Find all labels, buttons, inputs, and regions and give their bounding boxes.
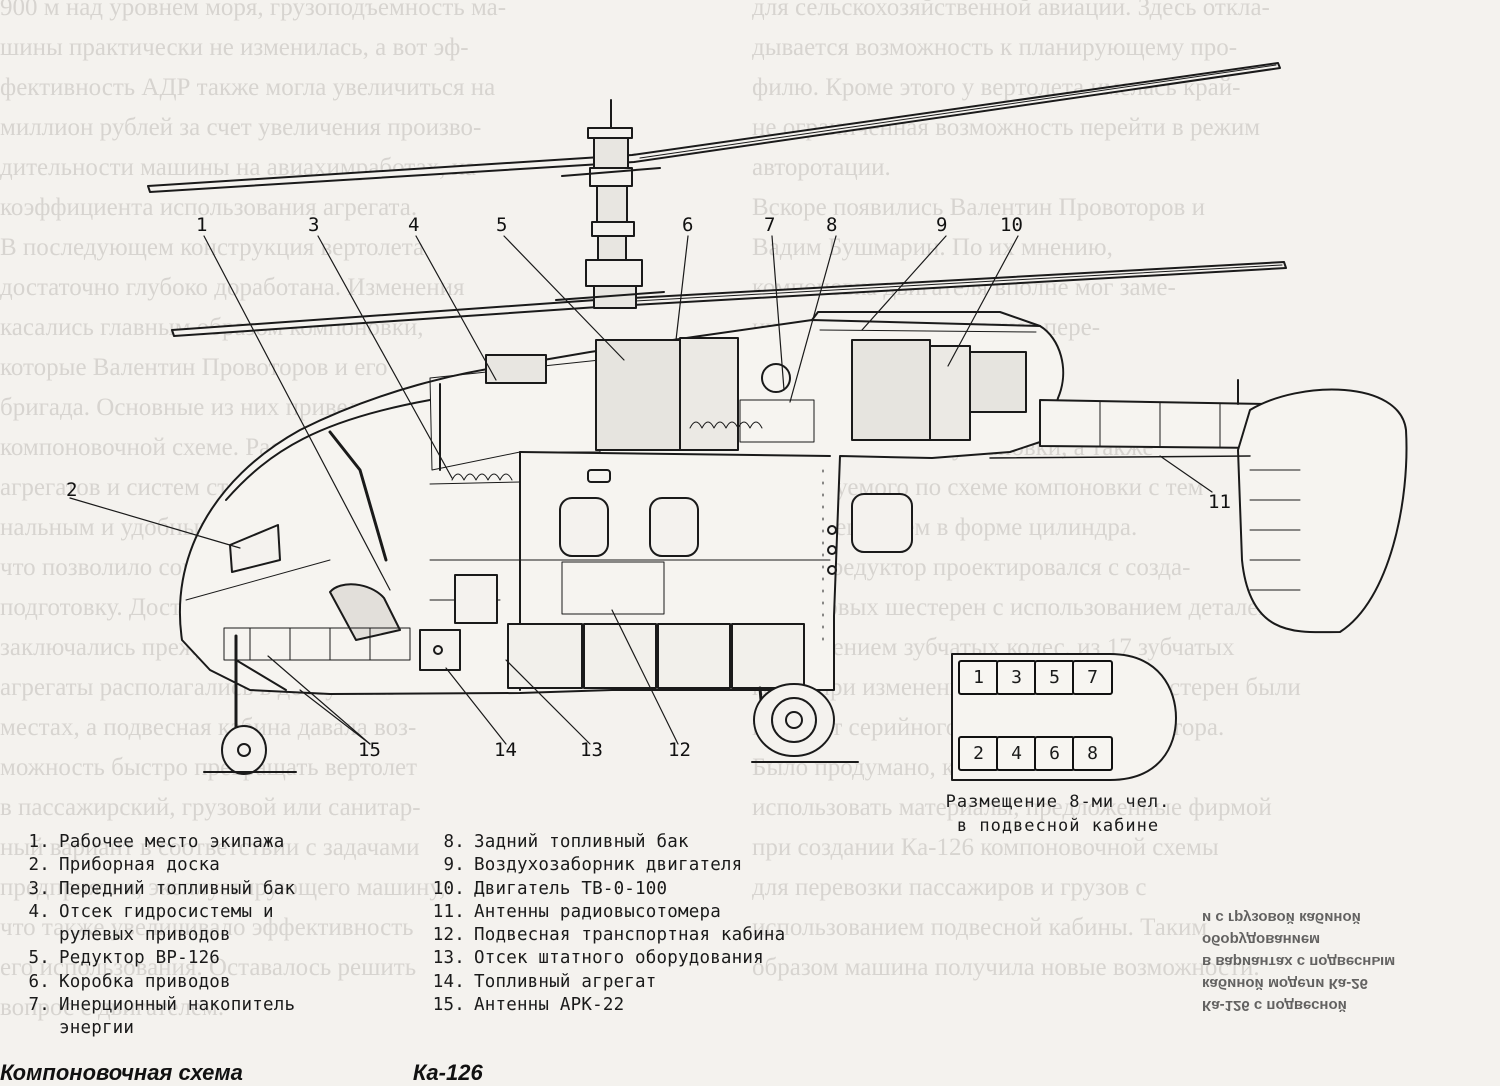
legend-number: 10. xyxy=(432,878,465,899)
legend-left: 1. Рабочее место экипажа 2. Приборная доск… xyxy=(12,831,309,1041)
callout-15: 15 xyxy=(358,739,381,761)
callout-5: 5 xyxy=(496,214,507,236)
legend-text: Отсек гидросистемы и рулевых приводов xyxy=(59,901,274,946)
seat-bottom-1: 2 xyxy=(958,736,999,771)
bottom-caption-right: Ка-126 xyxy=(412,1060,483,1085)
callout-1: 1 xyxy=(196,214,207,236)
legend-number: 4. xyxy=(28,901,50,922)
inset-note-line: и с грузовой кабиной xyxy=(1202,909,1361,926)
callout-6: 6 xyxy=(682,214,693,236)
seat-top-2: 3 xyxy=(996,660,1037,695)
legend-text: Подвесная транспортная кабина xyxy=(474,925,786,946)
page-bottom-caption: Компоновочная схема Ка-126 xyxy=(0,1060,483,1086)
callout-3: 3 xyxy=(308,214,319,236)
legend-item: 4. Отсек гидросистемы и рулевых приводов xyxy=(12,901,309,948)
legend-item: 2. Приборная доска xyxy=(12,854,309,877)
callout-leaders xyxy=(69,235,1213,745)
legend-text: Инерционный накопитель энергии xyxy=(59,995,296,1039)
legend-item: 3. Передний топливный бак xyxy=(12,878,309,901)
legend-text: Передний топливный бак xyxy=(59,878,296,899)
bottom-caption-left: Компоновочная схема xyxy=(0,1060,243,1085)
callout-8: 8 xyxy=(826,214,837,236)
legend-number: 2. xyxy=(28,855,50,876)
seat-top-1: 1 xyxy=(958,660,999,695)
legend-text: Редуктор ВР-126 xyxy=(59,948,221,969)
callout-14: 14 xyxy=(494,739,517,761)
legend-text: Топливный агрегат xyxy=(474,971,657,992)
legend-item: 7. Инерционный накопитель энергии xyxy=(12,994,309,1041)
legend-text: Приборная доска xyxy=(59,855,221,876)
legend-text: Антенны АРК-22 xyxy=(474,995,625,1016)
legend-number: 7. xyxy=(28,995,50,1016)
seat-bottom-3: 6 xyxy=(1034,736,1075,771)
legend-number: 13. xyxy=(432,948,465,969)
legend-item: 15. Антенны АРК-22 xyxy=(427,994,804,1017)
legend-text: Двигатель ТВ-0-100 xyxy=(474,878,668,899)
callout-9: 9 xyxy=(936,214,947,236)
legend-number: 1. xyxy=(28,832,50,852)
legend-number: 15. xyxy=(432,995,465,1016)
legend-item: 13. Отсек штатного оборудования xyxy=(427,947,804,970)
callout-11: 11 xyxy=(1208,491,1231,513)
show-through-caption: Ка-126 с подвесной кабиной модели Ка-26 … xyxy=(1202,906,1494,1016)
legend-item: 11. Антенны радиовысотомера xyxy=(427,901,804,924)
legend-text: Воздухозаборник двигателя xyxy=(474,855,743,876)
legend-number: 12. xyxy=(432,925,465,946)
legend-text: Отсек штатного оборудования xyxy=(474,948,764,969)
seat-plan-caption: Размещение 8-ми чел. в подвесной кабине xyxy=(910,790,1206,838)
nose-landing-gear xyxy=(203,634,297,775)
seat-bottom-2: 4 xyxy=(996,736,1037,771)
legend-right: 8. Задний топливный бак 9. Воздухозаборник… xyxy=(427,831,804,1017)
main-landing-gear xyxy=(751,683,859,763)
legend-item: 14. Топливный агрегат xyxy=(427,971,804,994)
legend-number: 3. xyxy=(28,878,50,899)
legend-item: 9. Воздухозаборник двигателя xyxy=(427,854,804,877)
legend-item: 10. Двигатель ТВ-0-100 xyxy=(427,878,804,901)
legend-item: 1. Рабочее место экипажа xyxy=(12,831,309,854)
legend-text: Рабочее место экипажа xyxy=(59,832,285,852)
legend-text: Коробка приводов xyxy=(59,971,231,992)
legend-number: 11. xyxy=(432,901,465,922)
tail-boom xyxy=(989,379,1408,634)
seat-bottom-4: 8 xyxy=(1072,736,1113,771)
callout-labels: 1 2 3 4 5 6 7 8 9 10 11 12 13 14 15 xyxy=(66,214,1231,761)
legend-text: Задний топливный бак xyxy=(474,832,689,852)
legend-number: 6. xyxy=(28,971,50,992)
rotor-mast xyxy=(555,99,665,309)
seat-caption-line-2: в подвесной кабине xyxy=(956,816,1160,836)
callout-4: 4 xyxy=(408,214,419,236)
inset-note-line: оборудованием xyxy=(1202,931,1321,948)
legend-number: 5. xyxy=(28,948,50,969)
legend-item: 5. Редуктор ВР-126 xyxy=(12,947,309,970)
upper-rotor-blade xyxy=(147,62,1281,193)
callout-12: 12 xyxy=(668,739,691,761)
seat-caption-line-1: Размещение 8-ми чел. xyxy=(945,792,1171,812)
callout-2: 2 xyxy=(66,479,77,501)
callout-13: 13 xyxy=(580,739,603,761)
seat-top-3: 5 xyxy=(1034,660,1075,695)
callout-7: 7 xyxy=(764,214,775,236)
inset-note-line: Ка-126 с подвесной xyxy=(1202,997,1347,1014)
fuselage xyxy=(178,311,1065,695)
legend-text: Антенны радиовысотомера xyxy=(474,901,721,922)
seat-top-4: 7 xyxy=(1072,660,1113,695)
inset-note-line: в вариантах с подвесным xyxy=(1202,953,1396,970)
legend-number: 8. xyxy=(443,832,465,852)
legend-number: 14. xyxy=(432,971,465,992)
legend-item: 6. Коробка приводов xyxy=(12,971,309,994)
legend-number: 9. xyxy=(443,855,465,876)
legend-item: 12. Подвесная транспортная кабина xyxy=(427,924,804,947)
callout-10: 10 xyxy=(1000,214,1023,236)
inset-note-line: кабиной модели Ка-26 xyxy=(1202,975,1368,992)
legend-item: 8. Задний топливный бак xyxy=(427,831,804,854)
